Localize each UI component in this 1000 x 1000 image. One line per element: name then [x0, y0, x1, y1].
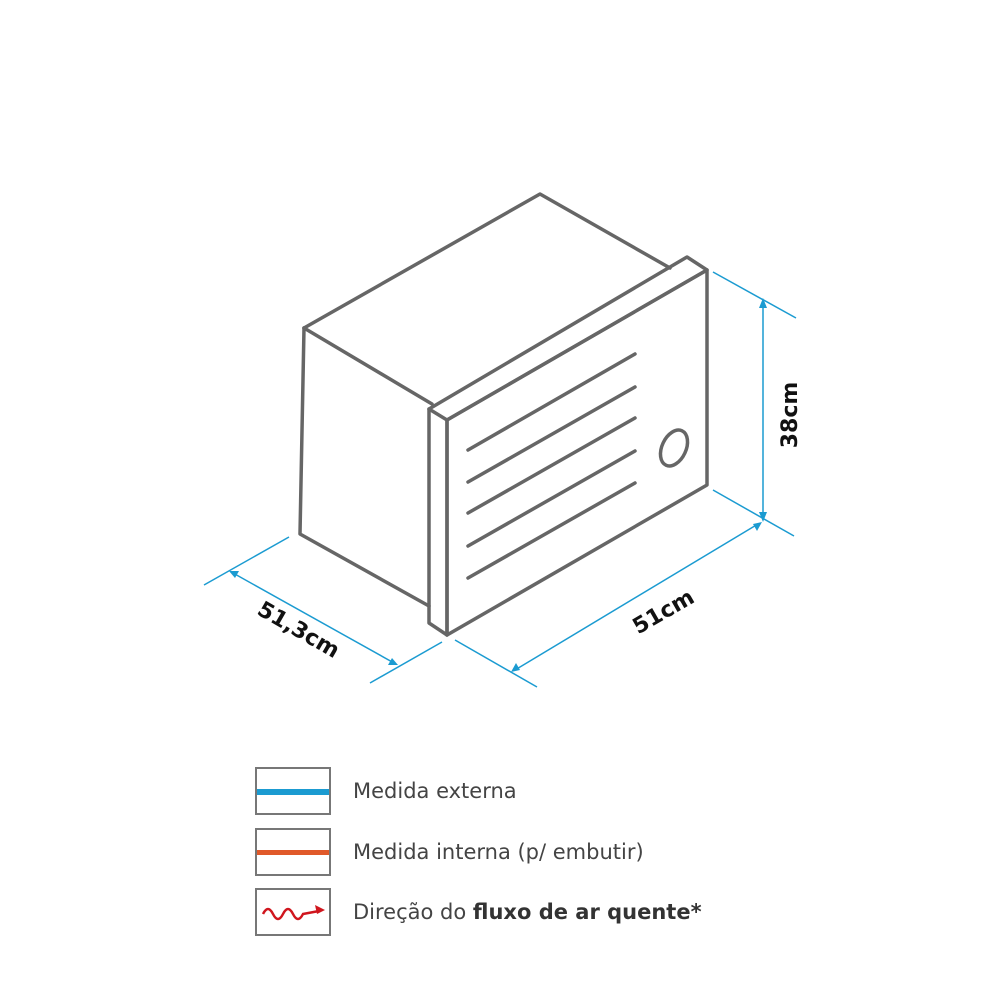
body-top-edge: [302, 326, 434, 406]
width-label: 51cm: [629, 585, 699, 640]
width-dimension: [514, 523, 759, 671]
legend-external: Medida externa: [255, 767, 517, 815]
internal-swatch: [255, 828, 331, 876]
airflow-swatch: [255, 888, 331, 936]
dimension-lines: [203, 271, 797, 688]
legend-airflow: Direção do fluxo de ar quente*: [255, 888, 702, 936]
legend-airflow-label: Direção do fluxo de ar quente*: [353, 900, 702, 924]
frame-side: [427, 407, 449, 637]
depth-label: 51,3cm: [253, 597, 344, 664]
legend-internal-label: Medida interna (p/ embutir): [353, 840, 644, 864]
oven-outline: [298, 192, 709, 637]
depth-dimension: [232, 572, 395, 664]
legend-internal: Medida interna (p/ embutir): [255, 828, 644, 876]
frame-top: [427, 255, 709, 422]
knob-icon: [658, 428, 690, 468]
height-label: 38cm: [778, 382, 803, 449]
body-top: [302, 192, 672, 330]
airflow-label-regular: Direção do: [353, 900, 473, 924]
wavy-arrow-icon: [261, 905, 325, 921]
external-swatch: [255, 767, 331, 815]
legend-external-label: Medida externa: [353, 779, 517, 803]
front-panel: [445, 268, 709, 637]
airflow-label-bold: fluxo de ar quente*: [472, 900, 702, 924]
vent-louvers: [466, 352, 637, 580]
body-side: [298, 326, 431, 608]
